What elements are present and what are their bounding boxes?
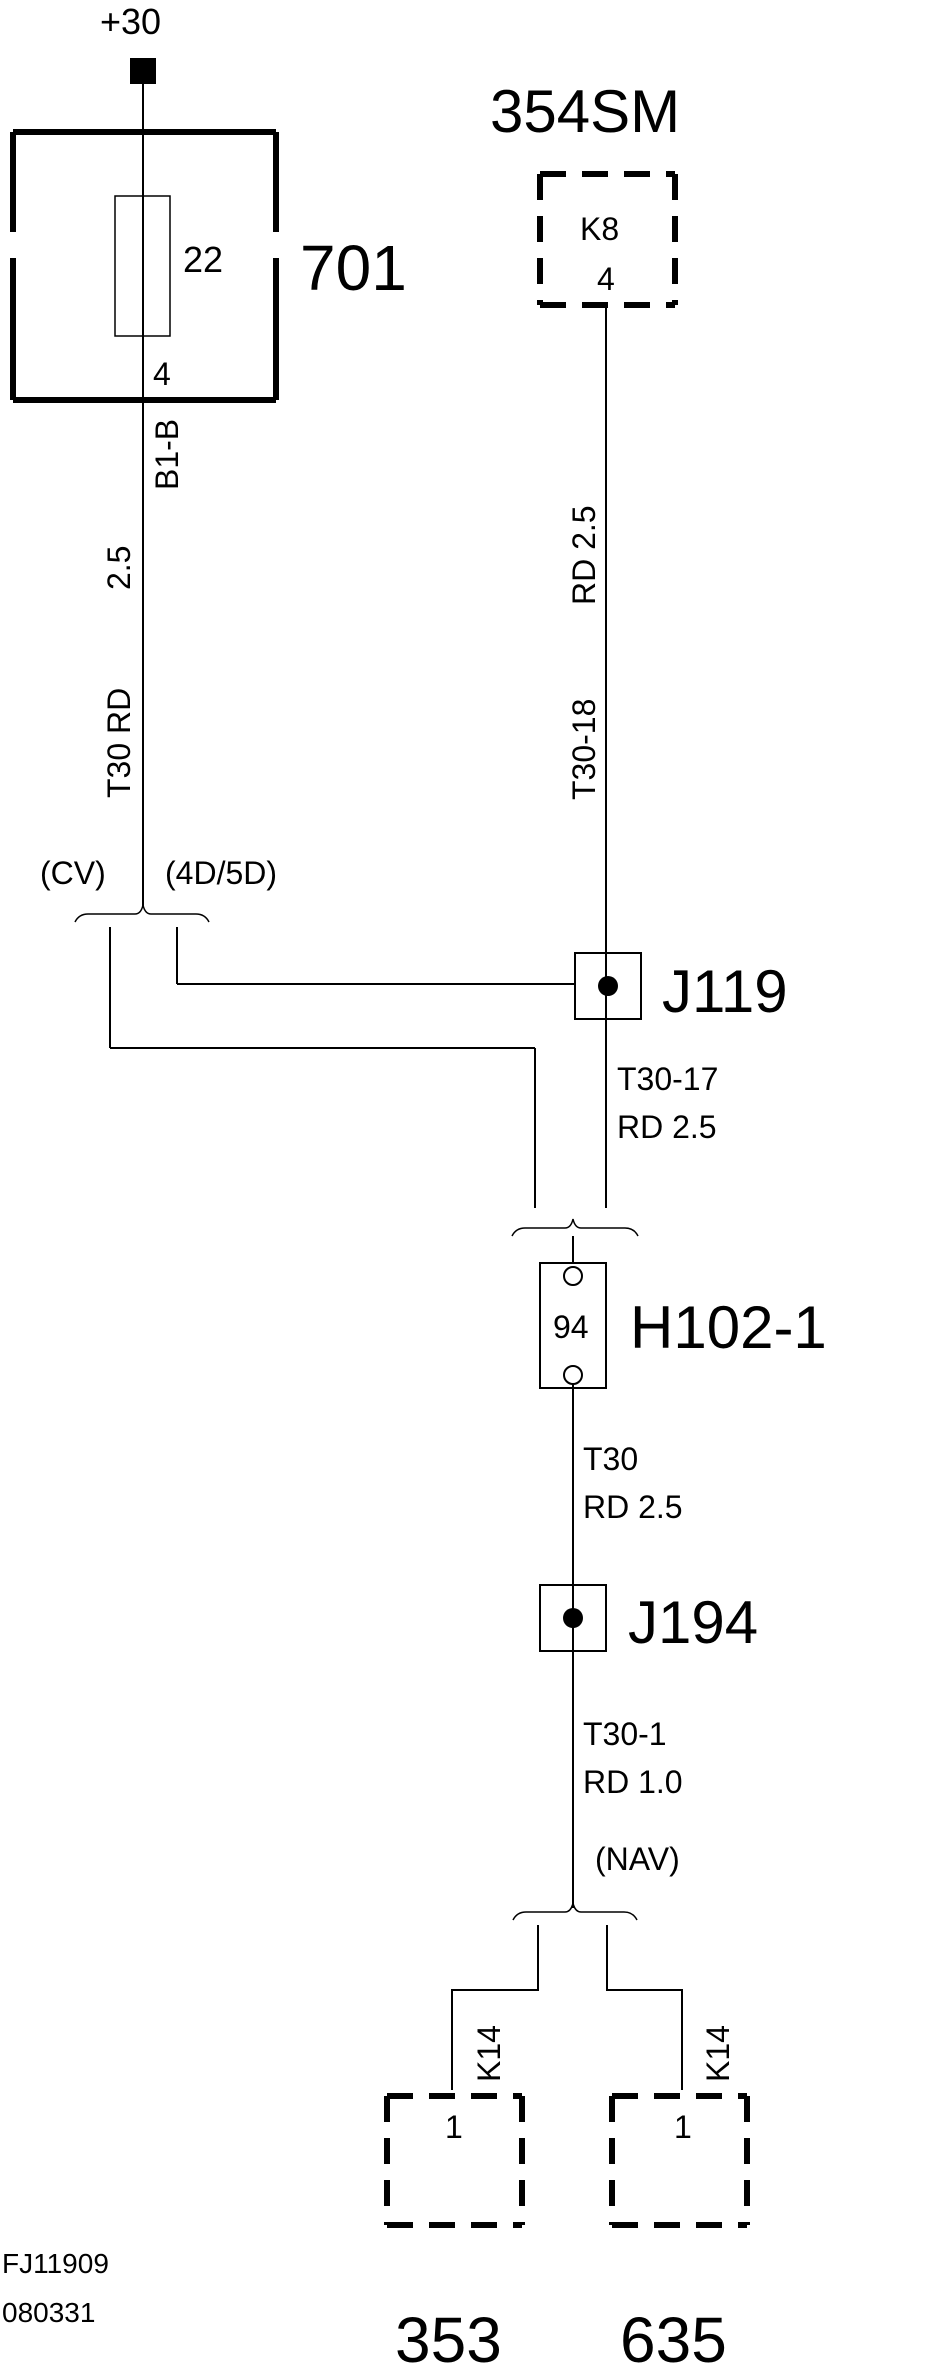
module-354-pin: 4	[597, 261, 615, 297]
splice-j194-dot	[563, 1608, 583, 1628]
module-353-connector: K14	[471, 2025, 507, 2082]
module-354-box	[537, 171, 678, 308]
wire-t30-1-size: RD 1.0	[583, 1764, 683, 1800]
drawing-ref: FJ11909	[2, 2248, 109, 2279]
module-635-connector: K14	[700, 2025, 736, 2082]
module-635-pin: 1	[674, 2109, 692, 2145]
module-635-box	[609, 2093, 750, 2228]
module-354-connector: K8	[580, 211, 619, 247]
supply-terminal	[130, 58, 156, 84]
wire-t30-circuit: T30	[583, 1441, 638, 1477]
module-353-box	[384, 2093, 525, 2228]
splice-j119-box	[574, 952, 642, 1020]
wire-right-size: RD 2.5	[566, 505, 602, 605]
module-354-id: 354SM	[490, 78, 680, 145]
drawing-date: 080331	[2, 2297, 95, 2328]
module-353-id: 353	[395, 2304, 502, 2375]
wire-left-size: 2.5	[101, 546, 137, 590]
wire-t30-17-circuit: T30-17	[617, 1061, 718, 1097]
connector-h102-pin: 94	[553, 1309, 589, 1345]
variant-cv-label: (CV)	[40, 855, 106, 891]
module-635-id: 635	[620, 2304, 727, 2375]
variant-4d5d-label: (4D/5D)	[165, 855, 277, 891]
wire-t30-17-size: RD 2.5	[617, 1109, 717, 1145]
wire-to-635	[606, 1925, 683, 2090]
fuse-number: 22	[183, 239, 223, 280]
connector-h102-pin-bottom	[563, 1365, 583, 1385]
variant-split-brace-top	[74, 904, 210, 923]
splice-j119-id: J119	[662, 958, 788, 1025]
nav-brace	[512, 1902, 638, 1921]
connector-h102-pin-top	[563, 1266, 583, 1286]
module-353-pin: 1	[445, 2109, 463, 2145]
splice-j194-id: J194	[628, 1589, 758, 1656]
connector-h102-id: H102-1	[630, 1294, 827, 1361]
wire-left-circuit: T30 RD	[101, 688, 137, 798]
supply-label: +30	[100, 1, 161, 42]
h102-brace	[511, 1218, 639, 1237]
wire-t30-size: RD 2.5	[583, 1489, 683, 1525]
variant-nav-label: (NAV)	[595, 1841, 680, 1877]
fuse-box-pin: 4	[153, 356, 171, 392]
wire-t30-1-circuit: T30-1	[583, 1716, 667, 1752]
wire-right-circuit: T30-18	[566, 699, 602, 800]
splice-j119-dot	[598, 976, 618, 996]
fuse-box-id: 701	[300, 232, 407, 304]
wire-to-353	[451, 1925, 539, 2090]
fuse-box-701	[10, 129, 279, 403]
fuse-box-connector: B1-B	[149, 419, 185, 490]
